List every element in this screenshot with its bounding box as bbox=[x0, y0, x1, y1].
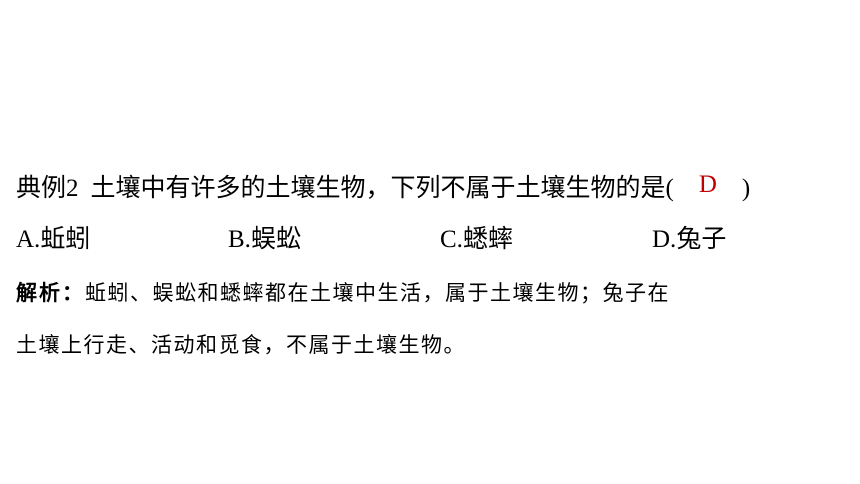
option-text: 蟋蟀 bbox=[462, 224, 513, 253]
option-text: 蜈蚣 bbox=[250, 224, 301, 253]
option-text: 兔子 bbox=[676, 224, 727, 253]
option-letter: C. bbox=[440, 226, 463, 253]
options-row: A.蚯蚓 B.蜈蚣 C.蟋蟀 D.兔子 bbox=[0, 219, 860, 259]
option-a: A.蚯蚓 bbox=[16, 219, 90, 260]
option-letter: B. bbox=[228, 226, 251, 253]
option-b: B.蜈蚣 bbox=[228, 219, 301, 260]
open-paren: ( bbox=[665, 175, 674, 202]
question-stem: 典例2 土壤中有许多的土壤生物，下列不属于土壤生物的是( D) bbox=[16, 168, 856, 208]
analysis-line-2: 土壤上行走、活动和觅食，不属于土壤生物。 bbox=[16, 333, 466, 357]
analysis-text-1: 蚯蚓、蜈蚣和蟋蟀都在土壤中生活，属于土壤生物；兔子在 bbox=[85, 281, 670, 305]
analysis-line-1: 解析：蚯蚓、蜈蚣和蟋蟀都在土壤中生活，属于土壤生物；兔子在 bbox=[16, 267, 846, 319]
question-number: 2 bbox=[66, 175, 79, 202]
option-letter: A. bbox=[16, 226, 41, 253]
question-label: 典例 bbox=[16, 173, 67, 202]
option-c: C.蟋蟀 bbox=[440, 219, 513, 260]
option-d: D.兔子 bbox=[652, 219, 726, 260]
answer-value: D bbox=[698, 171, 717, 198]
close-paren: ) bbox=[741, 175, 751, 202]
analysis-label: 解析： bbox=[16, 281, 85, 305]
analysis-block: 解析：蚯蚓、蜈蚣和蟋蟀都在土壤中生活，属于土壤生物；兔子在 土壤上行走、活动和觅… bbox=[16, 267, 846, 371]
question-text: 土壤中有许多的土壤生物，下列不属于土壤生物的是 bbox=[90, 173, 666, 202]
option-letter: D. bbox=[652, 226, 677, 253]
option-text: 蚯蚓 bbox=[40, 224, 91, 253]
